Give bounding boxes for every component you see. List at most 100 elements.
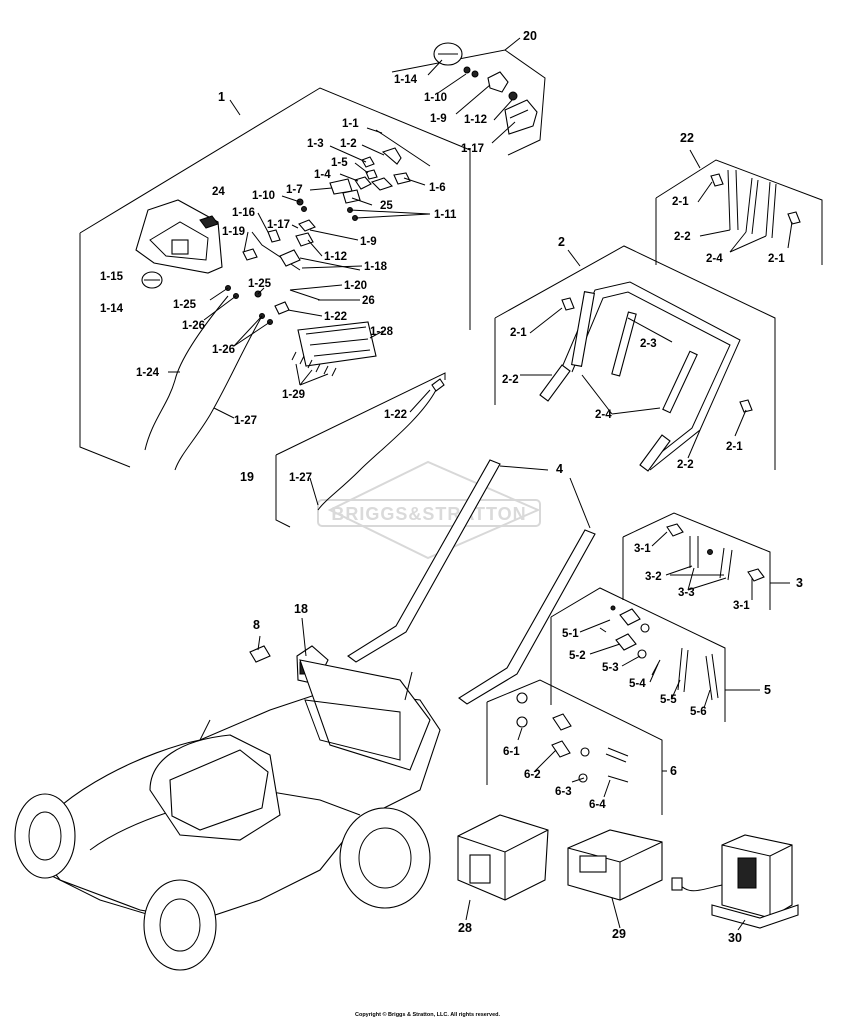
callout: 28	[458, 921, 472, 935]
control-board	[297, 321, 377, 367]
callout: 1-12	[324, 251, 347, 263]
callout: 1-14	[394, 74, 418, 86]
callout: 1-9	[360, 236, 377, 248]
callout: 1-27	[234, 415, 257, 427]
cable-19	[317, 389, 437, 511]
callout: 5-2	[569, 650, 586, 662]
callout: 3-3	[678, 587, 695, 599]
part-8	[249, 645, 271, 663]
callout: 1-20	[344, 280, 367, 292]
callout: 1-2	[340, 138, 357, 150]
callout: 1-11	[434, 209, 457, 221]
callout: 6-2	[524, 769, 541, 781]
callout: 5-6	[690, 706, 707, 718]
callout: 3-1	[733, 600, 750, 612]
mower-body	[14, 659, 441, 971]
callout: 20	[523, 29, 537, 43]
callout: 6-4	[589, 799, 606, 811]
tube-left	[347, 459, 501, 663]
callout: 3-1	[634, 543, 651, 555]
callout: 6-3	[555, 786, 572, 798]
callout: 1-24	[136, 367, 160, 379]
callout: 29	[612, 927, 626, 941]
callout: 1-16	[232, 207, 255, 219]
switch-housing	[135, 199, 223, 274]
frame-1-left	[79, 233, 131, 468]
callout: 2-1	[768, 253, 785, 265]
callout: 1-22	[324, 311, 347, 323]
callout: 1-14	[100, 303, 124, 315]
callout: 1-10	[252, 190, 275, 202]
callout: 1-19	[222, 226, 245, 238]
kit-6-parts	[516, 692, 629, 783]
callout: 2-2	[677, 459, 694, 471]
callout: 2-4	[706, 253, 723, 265]
callout-labels: 20 1-14 1-10 1-9 1-12 1-17 1 1-1 1-2 1-3…	[100, 29, 803, 945]
callout: 1-26	[212, 344, 235, 356]
frame-3	[622, 512, 771, 610]
part-25	[342, 189, 361, 204]
callout: 8	[253, 618, 260, 632]
rod-1-1	[375, 129, 431, 167]
callout: 1-9	[430, 113, 447, 125]
callout: 2-1	[726, 441, 743, 453]
callout: 1-17	[267, 219, 290, 231]
callout: 2-2	[674, 231, 691, 243]
upper-handle	[539, 281, 753, 472]
kit-22-parts	[710, 169, 801, 239]
frame-6	[486, 679, 663, 815]
callout: 1-6	[429, 182, 446, 194]
frame-20	[391, 49, 546, 156]
front-wheel	[14, 793, 76, 879]
kit-19-cable	[317, 378, 445, 511]
callout: 6	[670, 764, 677, 778]
callout: 2-1	[672, 196, 689, 208]
kit-20-parts	[433, 42, 538, 135]
frame-5	[550, 587, 726, 722]
callout: 6-1	[503, 746, 520, 758]
callout: 1-17	[461, 143, 484, 155]
callout: 5-4	[629, 678, 646, 690]
callout: 1-27	[289, 472, 312, 484]
frame-1-top	[79, 87, 471, 330]
kit-5-parts	[599, 605, 719, 701]
callout: 1-12	[464, 114, 487, 126]
callout: 3-2	[645, 571, 662, 583]
lower-handle-tubes	[347, 459, 596, 705]
callout: 1-28	[370, 326, 394, 338]
assembly-1-parts	[135, 129, 431, 471]
callout: 22	[680, 131, 694, 145]
callout: 1-18	[364, 261, 388, 273]
callout: 24	[212, 186, 225, 198]
kit-3-parts	[666, 523, 765, 582]
callout: 1-15	[100, 271, 124, 283]
callout: 2-2	[502, 374, 519, 386]
callout: 5	[764, 683, 771, 697]
watermark-text: BRIGGS&STRATTON	[331, 504, 526, 524]
callout: 3	[796, 576, 803, 590]
battery-29	[567, 829, 663, 901]
callout: 2-1	[510, 327, 527, 339]
grass-bag	[299, 659, 431, 771]
callout: 2	[558, 235, 565, 249]
frame-19	[275, 372, 446, 456]
charger-30	[671, 834, 799, 929]
frame-2	[494, 245, 776, 470]
rear-right-wheel	[339, 807, 431, 909]
callout: 19	[240, 470, 254, 484]
tube-right	[458, 529, 596, 705]
callout: 5-3	[602, 662, 619, 674]
callout: 1-25	[248, 278, 272, 290]
callout: 2-4	[595, 409, 612, 421]
key-24	[199, 215, 219, 229]
callout: 30	[728, 931, 742, 945]
latch-part	[504, 99, 538, 135]
callout: 1-10	[424, 92, 447, 104]
callout: 1-7	[286, 184, 303, 196]
callout: 1	[218, 90, 225, 104]
callout: 18	[294, 602, 308, 616]
callout: 1-25	[173, 299, 197, 311]
callout: 1-29	[282, 389, 305, 401]
